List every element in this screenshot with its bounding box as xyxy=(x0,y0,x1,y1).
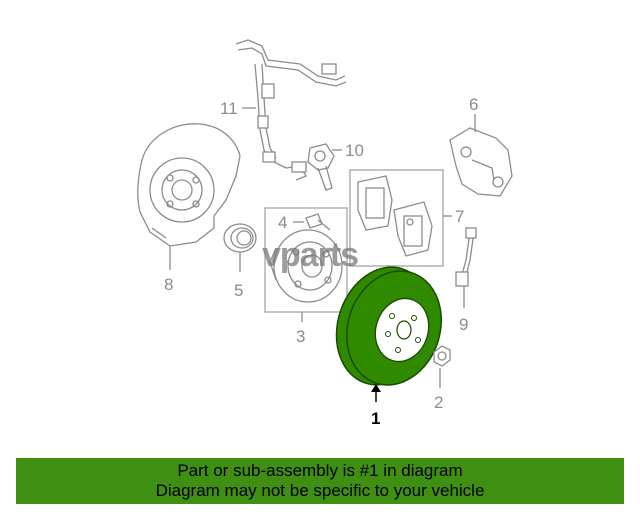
callout-9: 9 xyxy=(459,315,468,334)
callout-2: 2 xyxy=(434,393,443,412)
watermark-logo: vparts xyxy=(262,236,359,274)
callout-5: 5 xyxy=(234,281,243,300)
hub-assembly-box xyxy=(264,207,348,313)
banner-line-2: Diagram may not be specific to your vehi… xyxy=(155,481,485,500)
hub-assembly[interactable] xyxy=(269,229,343,303)
caliper-bracket[interactable] xyxy=(449,127,513,197)
callout-6: 6 xyxy=(469,95,478,114)
backing-plate[interactable] xyxy=(137,123,241,247)
brake-hose[interactable] xyxy=(455,227,477,287)
abs-wire-harness[interactable] xyxy=(235,39,347,181)
brake-pads[interactable] xyxy=(357,175,433,257)
callout-7: 7 xyxy=(455,207,464,226)
info-banner: Part or sub-assembly is #1 in diagram Di… xyxy=(16,458,624,504)
brake-rotor[interactable] xyxy=(322,255,456,398)
parts-diagram: 11 10 6 7 4 8 5 3 9 2 1 xyxy=(137,39,513,428)
lug-nut[interactable] xyxy=(433,345,451,367)
callout-3: 3 xyxy=(296,327,305,346)
brake-pads-box xyxy=(349,169,444,267)
leader-lines xyxy=(169,107,476,402)
callout-1: 1 xyxy=(371,409,380,428)
callout-10: 10 xyxy=(345,141,364,160)
speed-sensor[interactable] xyxy=(307,143,335,191)
callout-8: 8 xyxy=(164,275,173,294)
callout-11: 11 xyxy=(220,99,238,118)
callout-4: 4 xyxy=(278,213,287,232)
hub-bolt[interactable] xyxy=(305,213,331,231)
banner-line-1: Part or sub-assembly is #1 in diagram xyxy=(177,461,463,480)
oil-seal[interactable] xyxy=(223,223,257,253)
